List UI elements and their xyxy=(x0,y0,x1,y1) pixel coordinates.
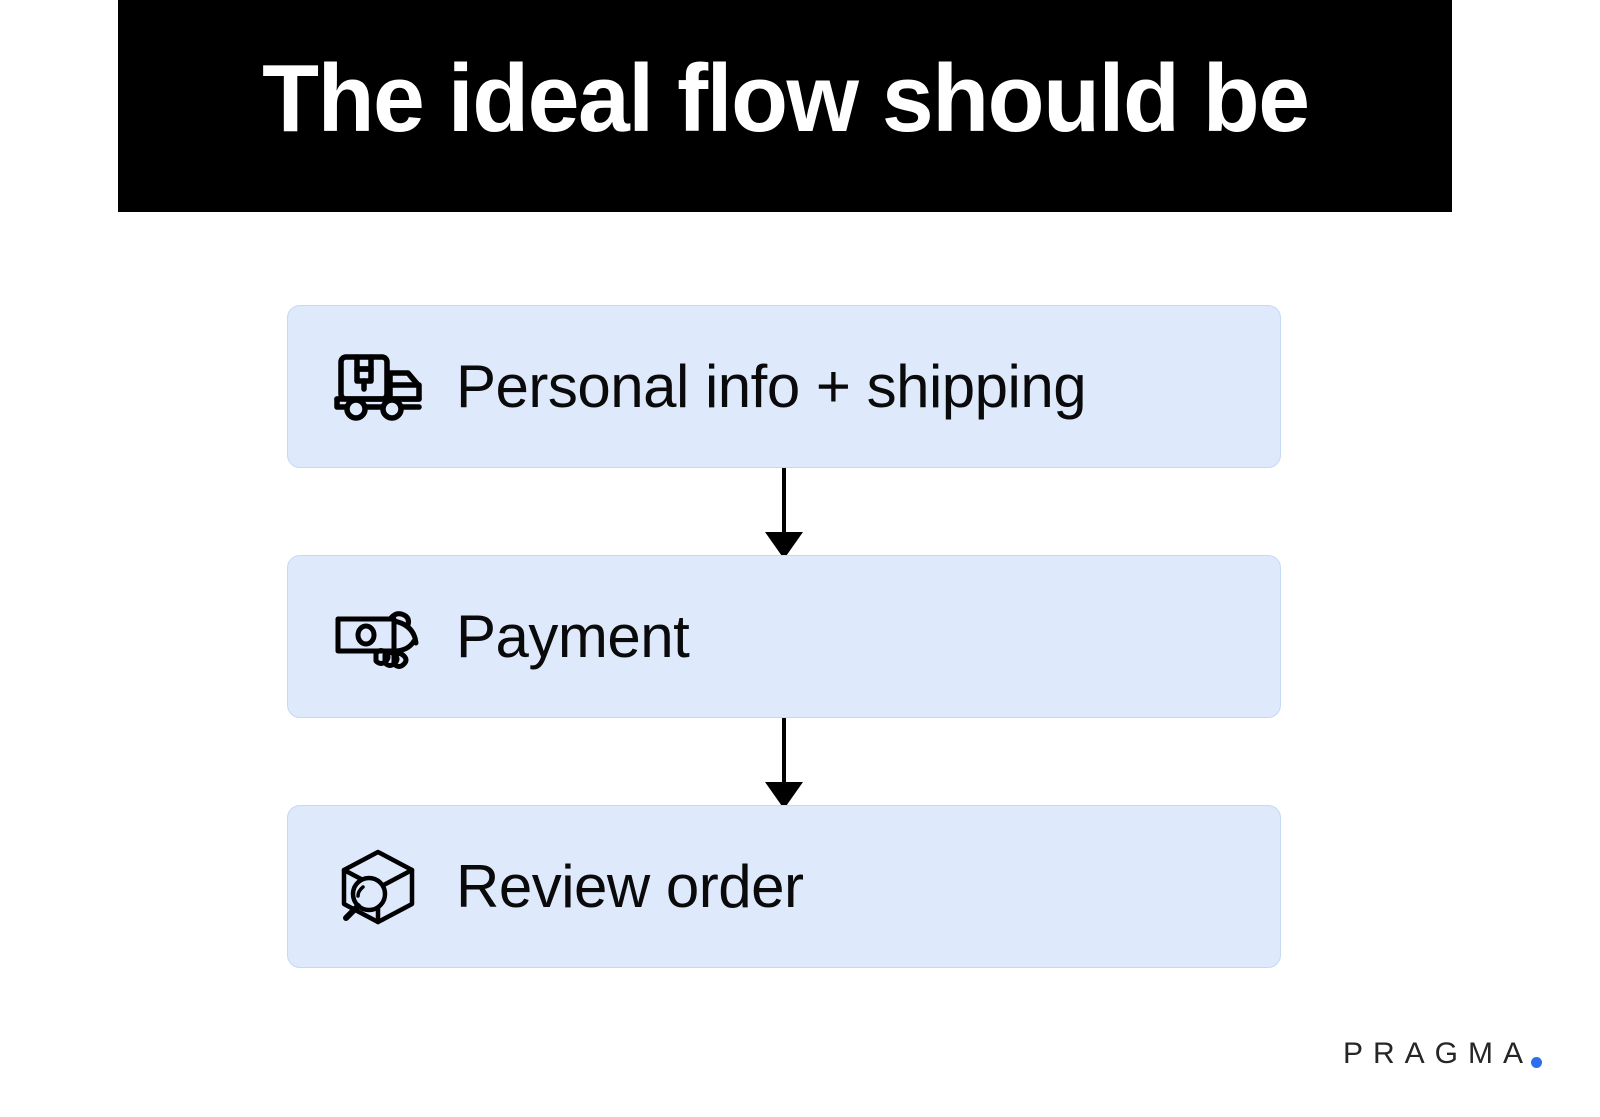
brand-name: PRAGMA xyxy=(1342,1037,1533,1070)
flow-step-payment[interactable]: Payment xyxy=(287,555,1281,718)
hand-holding-cash-icon xyxy=(330,597,426,677)
arrow-head-icon xyxy=(765,782,803,809)
flow-arrow-2 xyxy=(287,718,1281,809)
title-banner: The ideal flow should be xyxy=(118,0,1452,212)
brand-dot-icon xyxy=(1531,1057,1542,1068)
brand-logo: PRAGMA xyxy=(1343,1039,1542,1069)
arrow-head-icon xyxy=(765,532,803,559)
flow-step-label: Payment xyxy=(456,603,690,670)
flow-arrow-1 xyxy=(287,468,1281,559)
flow-step-label: Personal info + shipping xyxy=(456,353,1087,420)
cube-magnifier-icon xyxy=(330,847,426,927)
delivery-truck-icon xyxy=(330,347,426,427)
flow-step-review-order[interactable]: Review order xyxy=(287,805,1281,968)
flow-diagram: Personal info + shipping Payment xyxy=(287,305,1281,968)
flow-step-personal-info-shipping[interactable]: Personal info + shipping xyxy=(287,305,1281,468)
flow-step-label: Review order xyxy=(456,853,804,920)
arrow-shaft xyxy=(782,468,786,538)
page-title: The ideal flow should be xyxy=(261,45,1310,152)
arrow-shaft xyxy=(782,718,786,788)
